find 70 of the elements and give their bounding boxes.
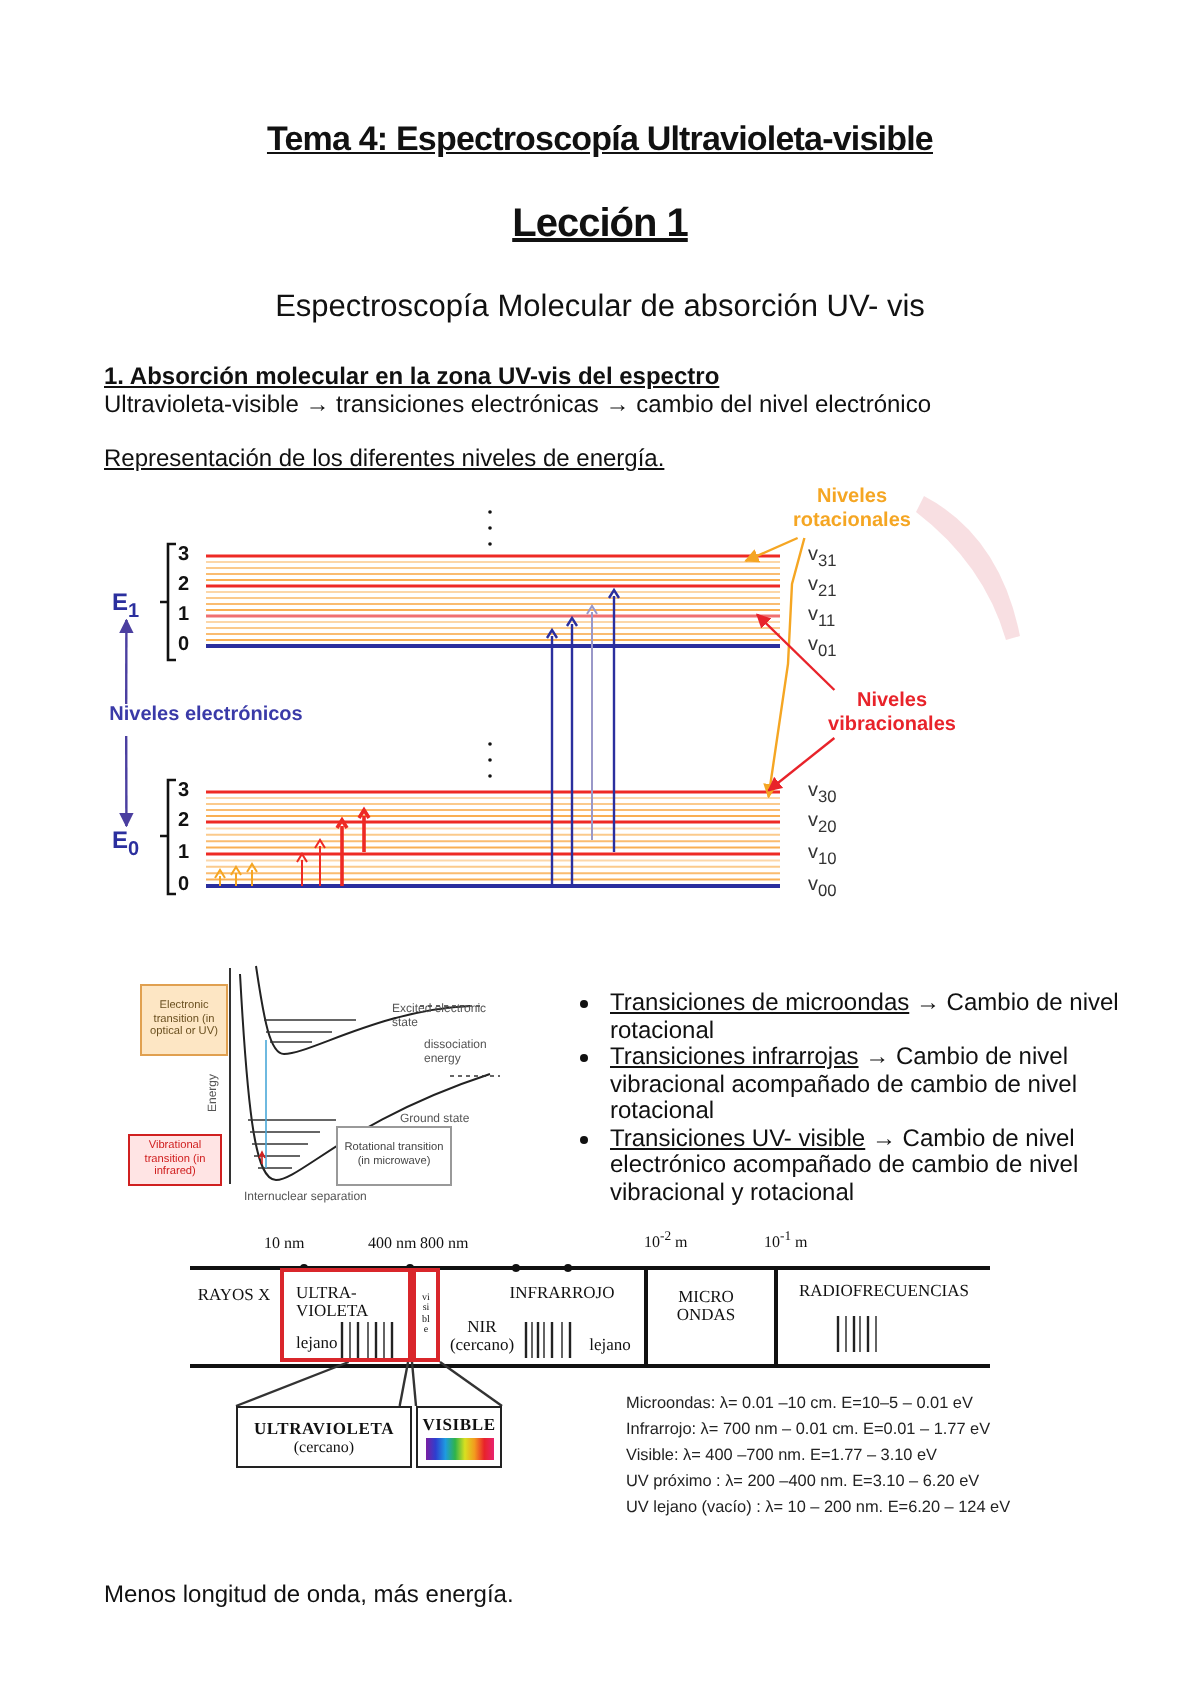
level-number: 0 — [178, 874, 190, 898]
connector-line — [756, 613, 836, 691]
data-line: Infrarrojo: λ= 700 nm – 0.01 cm. E=0.01 – 1.77 eV — [626, 1420, 991, 1438]
annotation-label: Niveles rotacionales — [784, 486, 920, 538]
data-line: Visible: λ= 400 –700 nm. E=1.77 – 3.10 eV — [626, 1446, 938, 1464]
annotation-label: Niveles vibracionales — [820, 690, 964, 738]
zoom-title: ULTRAVIOLETA — [253, 1418, 395, 1438]
subtitle: Espectroscopía Molecular de absorción UV- vis — [273, 290, 927, 326]
highlight-frame — [280, 1268, 412, 1362]
region-label: ULTRA- VIOLETA — [296, 1284, 371, 1320]
bullet-text: Transiciones UV- visible → Cambio de nivel electrónico acompañado de cambio de nivel vibracional y rotacional — [610, 1123, 1079, 1205]
level-number: 3 — [178, 780, 190, 804]
page-title: Tema 4: Espectroscopía Ultravioleta-visible — [264, 120, 935, 160]
data-line: UV próximo : λ= 200 –400 nm. E=3.10 – 6.20 eV — [626, 1472, 980, 1490]
annotation-label: Niveles electrónicos — [92, 704, 320, 736]
connector-line — [398, 1361, 410, 1407]
region-label: lejano — [587, 1336, 633, 1354]
data-line: Microondas: λ= 0.01 –10 cm. E=10–5 – 0.01 eV — [626, 1394, 973, 1412]
bullet-text: Transiciones infrarrojas → Cambio de nivel vibracional acompañado de cambio de nivel rotacional — [610, 1042, 1077, 1124]
zoom-title: VISIBLE — [422, 1414, 496, 1434]
connector-line — [744, 536, 799, 563]
region-label: NIR (cercano) — [447, 1318, 517, 1354]
zoom-box — [236, 1406, 412, 1468]
paragraph: Representación de los diferentes niveles de energía. — [104, 444, 665, 472]
region-label: MICRO ONDAS — [674, 1288, 738, 1324]
level-label: v$_{30}$ — [808, 780, 837, 808]
connector-line — [410, 1361, 418, 1407]
zoom-box — [416, 1406, 502, 1468]
level-number: 1 — [178, 842, 190, 866]
level-number: 0 — [178, 634, 190, 658]
level-label: v$_{10}$ — [808, 842, 837, 870]
paragraph: Menos longitud de onda, más energía. — [104, 1580, 514, 1608]
vibrational-level-line — [206, 614, 780, 618]
data-line: UV lejano (vacío) : λ= 10 – 200 nm. E=6.20 – 124 eV — [626, 1498, 1011, 1516]
state-label: E$_{1}$ — [112, 588, 148, 620]
zoom-subtitle: (cercano) — [293, 1438, 355, 1456]
region-label: lejano — [296, 1334, 338, 1352]
paragraph: Ultravioleta-visible → transiciones electrónicas → cambio del nivel electrónico — [104, 390, 932, 418]
bullet-text: Transiciones de microondas → Cambio de nivel rotacional — [610, 988, 1119, 1043]
connector-line — [235, 1360, 350, 1408]
state-label: E$_{0}$ — [112, 826, 148, 858]
level-label: v$_{00}$ — [808, 874, 837, 902]
connector-line — [767, 737, 836, 792]
tick-label: 10$^{-2}$ m — [644, 1230, 688, 1252]
region-label: RADIOFRECUENCIAS — [796, 1282, 971, 1300]
level-label: v$_{21}$ — [808, 574, 837, 602]
level-label: v$_{31}$ — [808, 544, 837, 572]
connector-line — [763, 537, 806, 799]
level-label: v$_{11}$ — [808, 604, 836, 632]
tick-label: 800 nm — [420, 1234, 469, 1252]
connector-line — [119, 618, 134, 704]
connector-line — [119, 736, 134, 828]
rotational-level-lines — [206, 561, 780, 581]
level-number: 1 — [178, 604, 190, 628]
region-label: RAYOS X — [195, 1286, 273, 1304]
vibrational-level-line — [206, 790, 780, 794]
rotational-level-lines — [206, 797, 780, 817]
tick-label: 10$^{-1}$ m — [764, 1230, 808, 1252]
level-number: 2 — [178, 810, 190, 834]
highlight-frame — [412, 1268, 440, 1362]
level-number: 3 — [178, 544, 190, 568]
level-label: v$_{01}$ — [808, 634, 837, 662]
lesson-heading: Lección 1 — [510, 202, 690, 248]
region-label: INFRARROJO — [507, 1284, 617, 1302]
level-number: 2 — [178, 574, 190, 598]
tick-label: 10 nm — [264, 1234, 305, 1252]
connector-line — [439, 1361, 503, 1407]
tick-label: 400 nm — [368, 1234, 417, 1252]
section-heading: 1. Absorción molecular en la zona UV-vis del espectro — [104, 362, 720, 390]
level-label: v$_{20}$ — [808, 810, 837, 838]
